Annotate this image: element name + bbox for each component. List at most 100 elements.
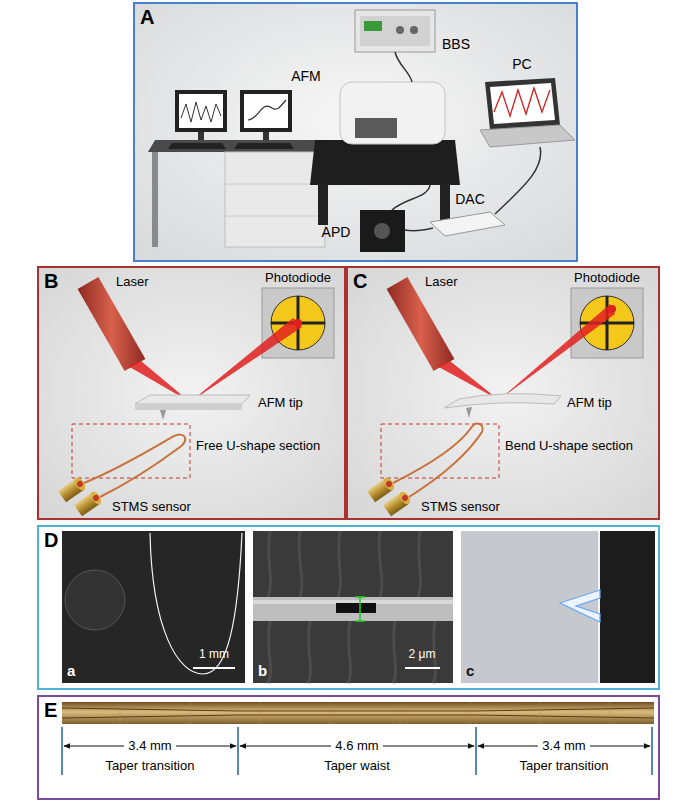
afm-workstation [168,143,226,149]
optical-image [598,531,600,683]
instrument-label: APD [322,224,351,240]
bbs-source [355,10,435,52]
measurement-scheme [294,319,302,327]
panel-ground [133,2,578,262]
micrograph [359,597,361,621]
afm-workstation [198,132,204,140]
measurement-scheme [58,478,84,502]
afm-workstation [225,152,325,247]
scale-bar-label: 2 μm [409,648,436,662]
pc-laptop [485,78,560,130]
part-label: Laser [425,275,458,290]
panel-letter: b [258,663,267,680]
measurement-scheme [84,435,185,497]
micrograph [355,620,365,622]
measurement-scheme [382,476,397,492]
panel-ground [346,266,660,520]
measurement-scheme [73,476,88,492]
measurement-scheme [262,288,334,358]
optical-image [600,531,655,683]
measurement-scheme [367,476,396,502]
apd-detector [374,223,390,239]
dimension-lines [62,727,652,775]
part-label: AFM tip [258,396,303,411]
measurement-scheme [76,480,84,488]
pc-laptop [490,83,555,124]
measurement-scheme [367,478,393,502]
part-label: Laser [116,275,149,290]
instrument-label: BBS [442,36,470,52]
measurement-scheme [58,277,334,516]
afm-workstation [248,100,286,120]
bbs-source [360,16,430,46]
afm-workstation [179,94,223,128]
measurement-scheme [92,494,100,502]
afm-instrument [318,185,328,225]
bbs-source [364,21,382,31]
micrograph [336,603,376,613]
panel-letter: B [44,270,58,292]
optical-image [461,531,655,683]
pc-laptop [480,125,575,147]
part-label: Photodiode [265,271,331,286]
dimension-lines [62,727,652,775]
part-label: Free U-shape section [196,439,320,454]
dac-board [405,228,433,231]
measurement-scheme [437,361,499,400]
dac-board [405,147,541,236]
measurement-scheme [401,494,409,502]
dac-board [495,147,541,214]
pc-laptop [494,88,550,116]
fiber-taper-photo [62,702,654,724]
measurement-scheme [383,492,409,516]
measurement-scheme [367,277,643,516]
micrograph [253,531,453,683]
optical-image [560,590,600,622]
fiber-taper-photo [62,715,654,718]
afm-workstation [148,140,330,152]
instrument-label: DAC [455,191,485,207]
apd-detector [360,185,430,252]
measurement-scheme [466,407,472,418]
apd-detector [392,185,430,210]
bbs-source [396,26,404,34]
measurement-scheme [385,480,393,488]
afm-workstation [152,152,158,247]
panel-frame: B [37,266,346,520]
measurement-scheme [78,277,146,371]
micrograph [405,667,440,669]
instrument-label: PC [512,56,531,72]
afm-workstation [234,143,294,149]
section-label: Taper waist [324,759,390,774]
afm-instrument [310,82,460,225]
panel-ground [37,525,660,690]
panel-frame: C [346,266,660,520]
afm-workstation [244,94,288,128]
image-panel: c [461,531,655,683]
afm-workstation [225,216,325,217]
micrograph [62,531,245,683]
panel-letter: E [44,699,57,721]
instrument-label: AFM [291,68,321,84]
measurement-scheme [74,492,100,516]
panel-letter: c [466,663,474,680]
measurement-scheme [58,476,87,502]
apd-detector [360,210,405,252]
scale-bar-label: 1 mm [199,648,229,662]
afm-workstation [225,184,325,185]
panel-ground [37,266,346,520]
bbs-source [410,26,418,34]
measurement-scheme [499,304,615,400]
afm-instrument [340,82,445,144]
panel-letter: A [140,6,154,28]
part-label: AFM tip [567,396,612,411]
measurement-scheme [387,277,455,371]
measurement-scheme [190,318,302,402]
part-label: Bend U-shape section [505,439,633,454]
panel-letter: D [44,529,58,551]
micrograph [193,667,235,669]
optical-image [461,531,655,683]
part-label: STMS sensor [112,500,191,515]
afm-instrument [310,140,460,185]
measurement-scheme [393,424,483,497]
